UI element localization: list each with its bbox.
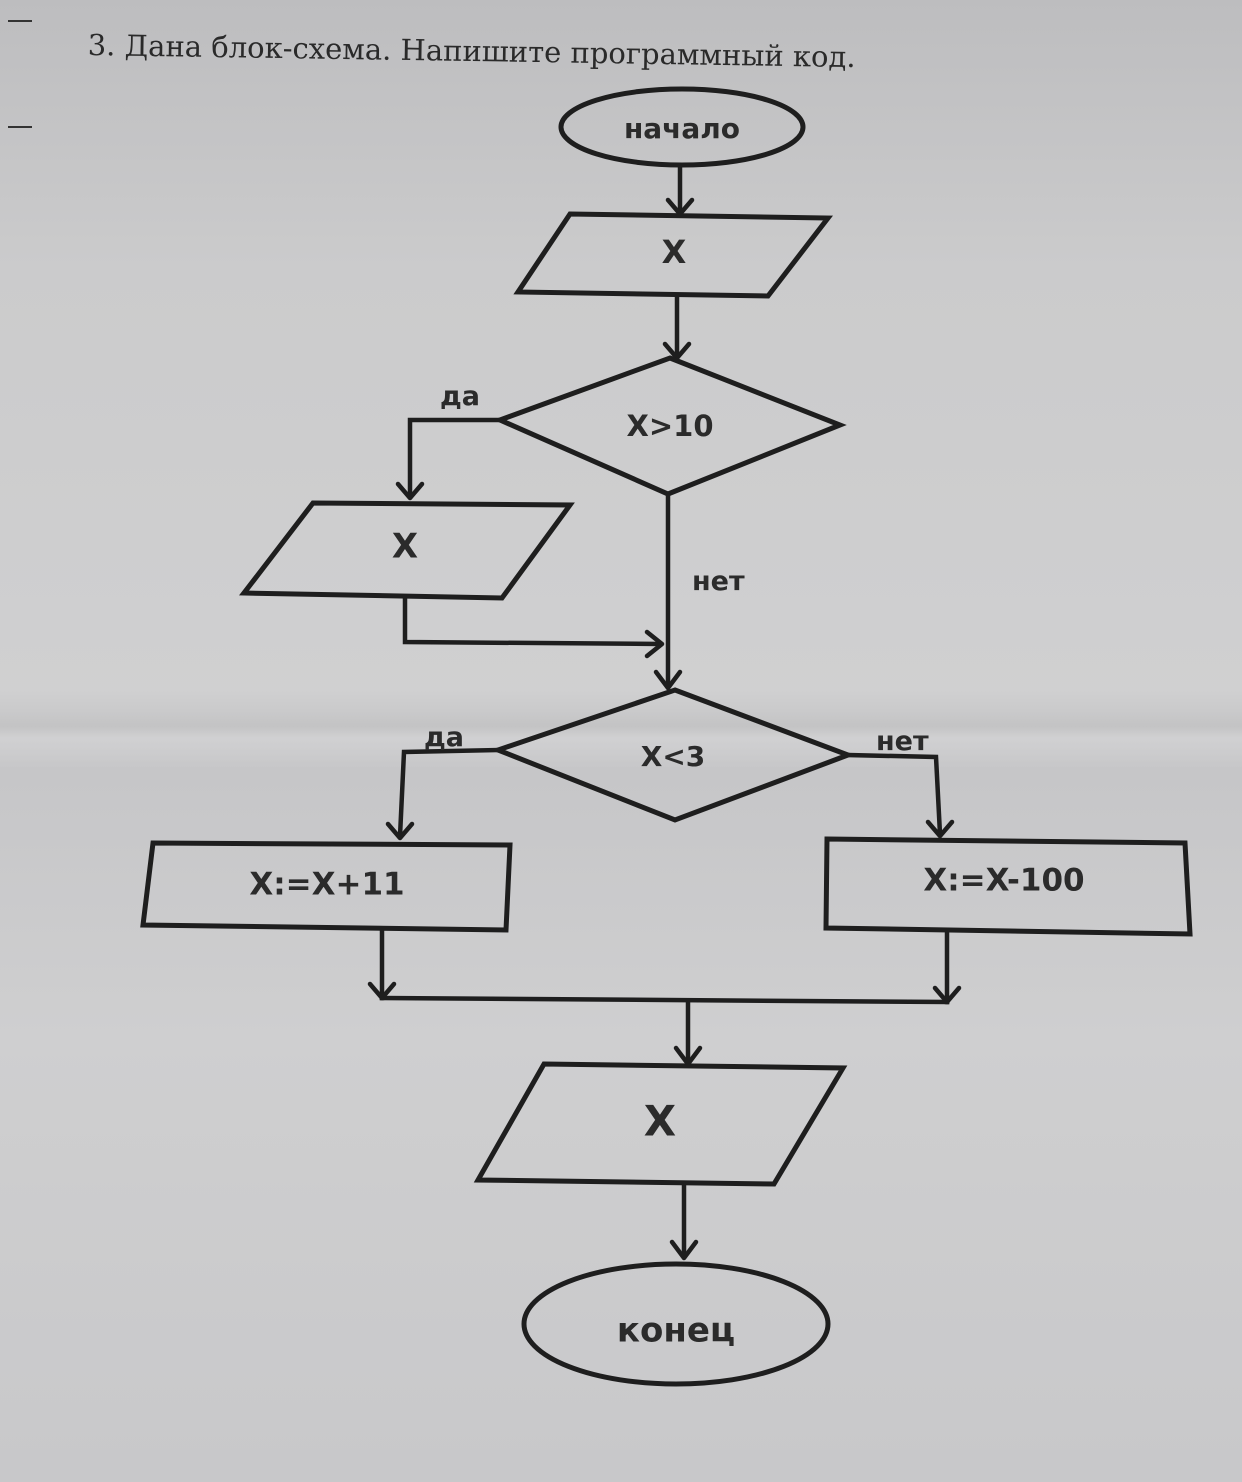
- output2-label: X: [644, 1097, 676, 1146]
- process-yes-block: X:=X+11: [140, 840, 513, 933]
- connector-condition2-yes: [397, 747, 501, 839]
- connector-merge-horizontal: [379, 995, 950, 1005]
- arrowhead-end: [669, 1239, 699, 1261]
- end-terminator: конец: [521, 1261, 831, 1387]
- no-label-1: нет: [692, 566, 745, 597]
- condition2-decision: X<3: [490, 687, 856, 823]
- arrowhead-join: [644, 629, 665, 659]
- connector-output1-to-join: [402, 595, 663, 647]
- process-no-block: X:=X-100: [823, 836, 1193, 937]
- output2-block: X: [473, 1061, 848, 1187]
- arrowhead-condition2: [653, 669, 683, 691]
- condition1-label: X>10: [626, 409, 713, 443]
- margin-mark-middle: [8, 126, 32, 128]
- condition1-decision: X>10: [493, 355, 847, 497]
- output1-label: X: [392, 527, 418, 567]
- input-block: X: [513, 211, 834, 299]
- output1-block: X: [239, 500, 575, 601]
- yes-label-2: да: [424, 722, 464, 753]
- arrowhead-output1: [395, 481, 425, 501]
- connector-condition1-yes: [407, 417, 503, 499]
- arrowhead-process-yes: [385, 821, 415, 841]
- input-label: X: [662, 233, 687, 271]
- start-label: начало: [624, 112, 740, 145]
- end-label: конец: [617, 1311, 735, 1351]
- process-no-label: X:=X-100: [923, 863, 1084, 899]
- no-label-2: нет: [876, 726, 929, 757]
- connector-condition2-no: [845, 752, 943, 837]
- margin-mark-top: [8, 20, 32, 22]
- start-terminator: начало: [558, 86, 806, 168]
- process-yes-label: X:=X+11: [249, 867, 404, 903]
- condition2-label: X<3: [641, 740, 706, 773]
- arrowhead-condition1: [662, 341, 692, 361]
- yes-label-1: да: [440, 381, 480, 412]
- arrowhead-process-no: [925, 819, 955, 839]
- paper-fold-shadow: [0, 690, 1242, 770]
